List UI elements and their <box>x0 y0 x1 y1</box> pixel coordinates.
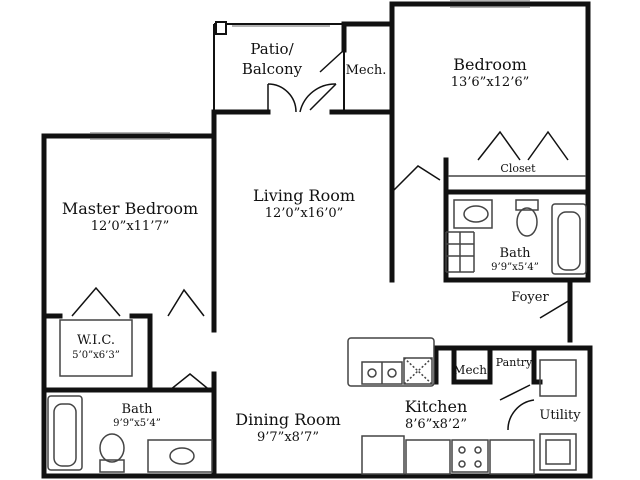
patio-label-line1: Patio/ <box>250 40 294 58</box>
closet-label: Closet <box>500 162 536 175</box>
pantry-label: Pantry <box>496 356 533 369</box>
living-room-label: Living Room <box>253 186 355 205</box>
master-bedroom-label: Master Bedroom <box>62 199 198 218</box>
thin-walls <box>213 21 345 112</box>
doors <box>71 49 571 431</box>
living-room-dims: 12’0”x16’0” <box>265 206 344 221</box>
patio-label-line2: Balcony <box>242 60 303 78</box>
kitchen-label: Kitchen <box>405 397 468 416</box>
mech-top-label: Mech. <box>346 63 387 78</box>
bath-left-label: Bath <box>122 402 154 417</box>
walls <box>41 1 593 479</box>
dining-room-label: Dining Room <box>235 410 340 429</box>
fixtures <box>47 175 587 475</box>
master-bedroom-dims: 12’0”x11’7” <box>91 219 170 234</box>
wic-dims: 5’0”x6’3” <box>72 350 120 361</box>
bedroom-label: Bedroom <box>453 55 527 74</box>
bath-right-dims: 9’9”x5’4” <box>491 262 539 273</box>
bedroom-dims: 13’6”x12’6” <box>451 75 530 90</box>
foyer-label: Foyer <box>511 290 549 305</box>
bath-left-dims: 9’9”x5’4” <box>113 418 161 429</box>
utility-label: Utility <box>539 408 581 423</box>
labels: Patio/ Balcony Mech. Bedroom 13’6”x12’6”… <box>62 40 581 445</box>
dining-room-dims: 9’7”x8’7” <box>257 430 319 445</box>
kitchen-dims: 8’6”x8’2” <box>405 417 467 432</box>
wic-label: W.I.C. <box>77 333 115 348</box>
windows <box>90 0 530 140</box>
bath-right-label: Bath <box>500 246 532 261</box>
mech-kitchen-label: Mech. <box>453 363 491 377</box>
